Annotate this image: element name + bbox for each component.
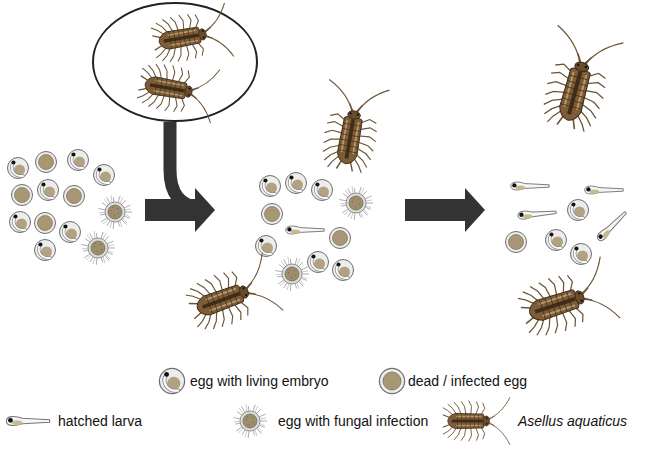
legend-icon	[159, 368, 184, 393]
legend-label: Asellus aquaticus	[518, 413, 627, 430]
isopod	[513, 257, 620, 347]
legend-label: hatched larva	[58, 413, 142, 430]
process-arrow	[145, 188, 215, 232]
isopod	[135, 56, 220, 123]
process-arrow	[405, 188, 485, 232]
hatch-cluster	[506, 182, 629, 264]
legend-icon	[379, 368, 404, 393]
egg-cluster	[8, 150, 133, 265]
legend-icon	[443, 397, 510, 445]
isopod	[314, 80, 389, 176]
isopod	[149, 3, 234, 70]
isopod	[181, 253, 283, 340]
isopod	[533, 25, 624, 135]
legend-icon	[233, 404, 267, 438]
legend-label: egg with fungal infection	[278, 413, 428, 430]
egg-cluster	[256, 173, 374, 291]
legend-label: dead / infected egg	[408, 373, 527, 390]
legend-icon	[6, 417, 49, 426]
legend-label: egg with living embryo	[190, 373, 329, 390]
inset-circle	[93, 3, 257, 121]
